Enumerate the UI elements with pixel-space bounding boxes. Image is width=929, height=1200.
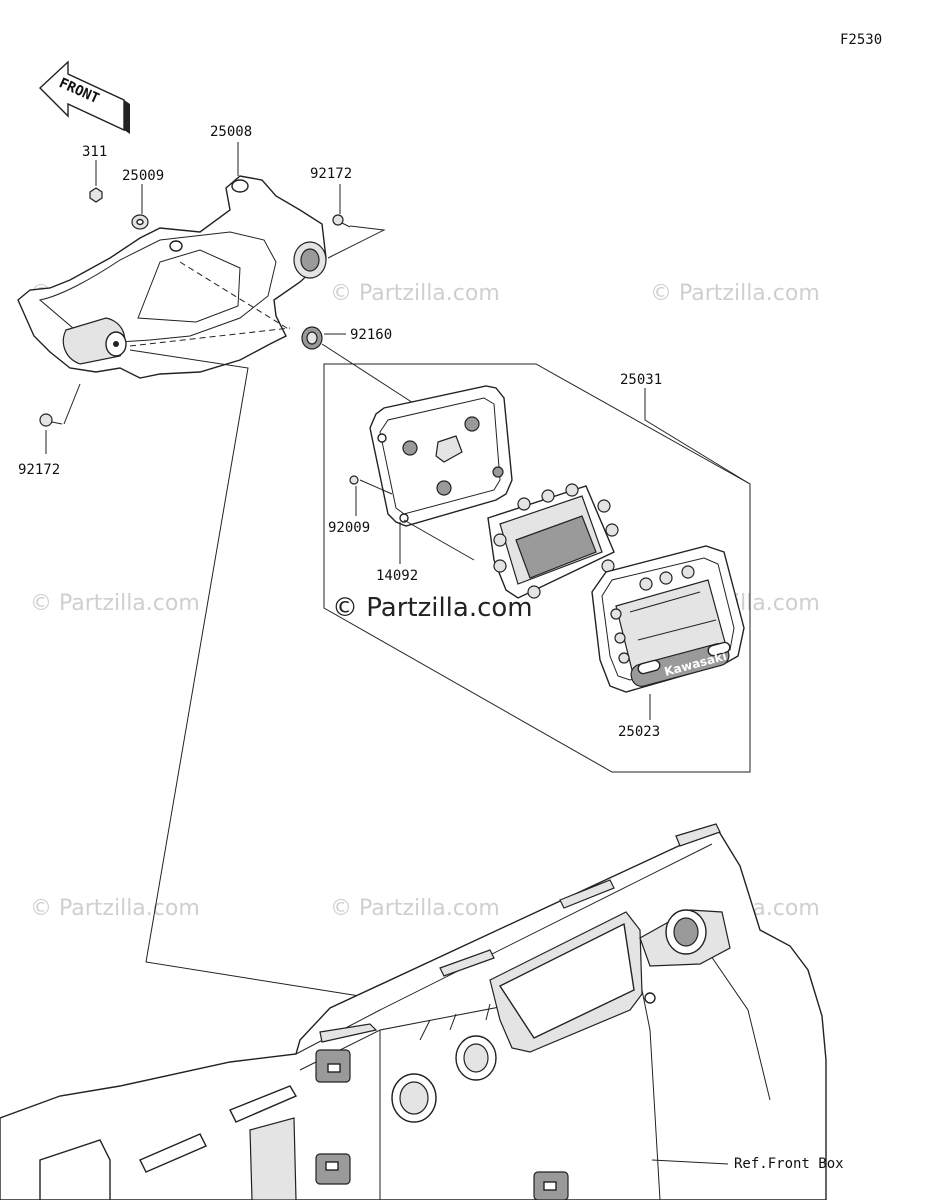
ref-front-box-label: Ref.Front Box <box>734 1156 844 1172</box>
meter-front-cover: Kawasaki <box>591 545 745 693</box>
label-14092: 14092 <box>376 568 418 584</box>
nut-311 <box>89 187 103 203</box>
figure-id: F2530 <box>840 32 882 48</box>
washer-25009 <box>131 214 149 230</box>
label-92009: 92009 <box>328 520 370 536</box>
label-25031: 25031 <box>620 372 662 388</box>
grommet-92160 <box>301 326 323 350</box>
lcd-module <box>487 483 619 599</box>
front-box <box>0 823 827 1200</box>
label-25009: 25009 <box>122 168 164 184</box>
watermark-main: © Partzilla.com <box>332 593 533 623</box>
watermark: © Partzilla.com <box>650 281 820 306</box>
watermark: © Partzilla.com <box>30 591 200 616</box>
watermark: © Partzilla.com <box>330 281 500 306</box>
label-311: 311 <box>82 144 107 160</box>
front-arrow-icon: FRONT <box>38 60 130 134</box>
meter-rear-case <box>369 385 513 527</box>
screw-92009 <box>349 475 359 485</box>
label-92172-top: 92172 <box>310 166 352 182</box>
label-92160: 92160 <box>350 327 392 343</box>
label-25023: 25023 <box>618 724 660 740</box>
watermark: © Partzilla.com <box>330 896 500 921</box>
bolt-92172-left <box>39 413 63 427</box>
label-25008: 25008 <box>210 124 252 140</box>
meter-bracket <box>17 175 327 379</box>
assembly-box-25031 <box>323 363 751 773</box>
bolt-92172-top <box>332 214 351 228</box>
label-92172-left: 92172 <box>18 462 60 478</box>
watermark: © Partzilla.com <box>30 896 200 921</box>
